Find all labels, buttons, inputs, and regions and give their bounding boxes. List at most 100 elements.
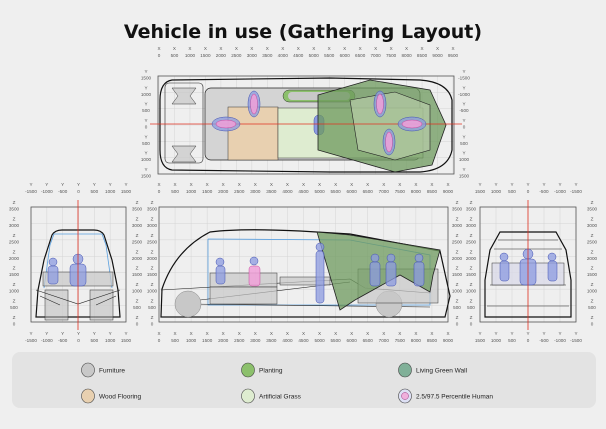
- tick-label: 1000: [105, 189, 116, 194]
- z-axis-letter: Z: [591, 266, 594, 271]
- axis-letter: X: [318, 182, 321, 187]
- axis-letter: X: [206, 331, 209, 336]
- tick-label: 500: [508, 189, 516, 194]
- legend-swatch: [81, 388, 95, 404]
- plan-humans: [211, 90, 427, 156]
- z-tick-label: 1000: [9, 289, 20, 294]
- z-tick-label: 1500: [587, 272, 598, 277]
- axis-letter: Y: [45, 331, 48, 336]
- z-axis-letter: Z: [456, 299, 459, 304]
- z-tick-label: 2500: [9, 239, 20, 244]
- axis-letter: Y: [77, 331, 80, 336]
- tick-label: 3000: [250, 338, 261, 343]
- z-tick-label: 1000: [587, 289, 598, 294]
- y-axis-letter: Y: [462, 134, 465, 139]
- tick-label: -500: [539, 189, 549, 194]
- z-tick-label: 2500: [452, 239, 463, 244]
- tick-label: 1000: [491, 189, 502, 194]
- z-tick-label: 500: [453, 305, 461, 310]
- z-axis-letter: Z: [591, 200, 594, 205]
- x-axis-letter: X: [281, 46, 284, 51]
- z-axis-letter: Z: [456, 249, 459, 254]
- x-axis-letter: X: [173, 46, 176, 51]
- z-axis-letter: Z: [591, 216, 594, 221]
- legend-item: Artificial Grass: [241, 388, 302, 404]
- y-tick-label: 1500: [459, 174, 470, 179]
- y-tick-label: -1000: [458, 92, 470, 97]
- tick-label: 7000: [379, 189, 390, 194]
- legend-swatch-inner: [401, 392, 409, 400]
- z-axis-letter: Z: [136, 249, 139, 254]
- z-axis-letter: Z: [13, 233, 16, 238]
- axis-letter: X: [398, 182, 401, 187]
- x-tick-label: 500: [171, 53, 179, 58]
- tick-label: 5500: [330, 189, 341, 194]
- tick-label: -1000: [554, 338, 566, 343]
- axis-letter: X: [286, 182, 289, 187]
- tick-label: 4000: [282, 189, 293, 194]
- z-tick-label: 0: [456, 322, 459, 327]
- z-axis-letter: Z: [456, 266, 459, 271]
- tick-label: 8500: [427, 338, 438, 343]
- side-humans: [215, 242, 425, 304]
- tick-label: -500: [58, 189, 68, 194]
- y-axis-letter: Y: [462, 151, 465, 156]
- x-axis-letter: X: [297, 46, 300, 51]
- tick-label: -1500: [570, 338, 582, 343]
- axis-letter: X: [366, 182, 369, 187]
- page-title: Vehicle in use (Gathering Layout): [124, 21, 482, 43]
- axis-letter: X: [446, 182, 449, 187]
- axis-letter: Y: [93, 182, 96, 187]
- front-vehicle-body: [35, 229, 121, 318]
- tick-label: -500: [539, 338, 549, 343]
- z-tick-label: 2000: [452, 256, 463, 261]
- tick-label: 6500: [363, 338, 374, 343]
- y-axis-letter: Y: [144, 118, 147, 123]
- z-axis-letter: Z: [470, 282, 473, 287]
- axis-letter: X: [254, 182, 257, 187]
- axis-letter: Y: [124, 331, 127, 336]
- x-axis-letter: X: [451, 46, 454, 51]
- tick-label: 9000: [443, 189, 454, 194]
- x-tick-label: 3000: [247, 53, 258, 58]
- tick-label: 6500: [363, 189, 374, 194]
- z-axis-letter: Z: [470, 266, 473, 271]
- z-axis-letter: Z: [470, 233, 473, 238]
- tick-label: 4500: [298, 189, 309, 194]
- axis-letter: Y: [45, 182, 48, 187]
- tick-label: 7500: [395, 189, 406, 194]
- tick-label: 2000: [218, 338, 229, 343]
- z-tick-label: 2000: [587, 256, 598, 261]
- y-tick-label: 500: [142, 108, 150, 113]
- legend-swatch: [81, 362, 95, 378]
- axis-letter: X: [414, 182, 417, 187]
- axis-letter: X: [157, 182, 160, 187]
- z-tick-label: 500: [148, 305, 156, 310]
- x-tick-label: 0: [158, 53, 161, 58]
- x-axis-letter: X: [374, 46, 377, 51]
- axis-letter: Y: [478, 182, 481, 187]
- x-tick-label: 7500: [386, 53, 397, 58]
- z-axis-letter: Z: [151, 233, 154, 238]
- side-bench-base: [209, 286, 278, 305]
- x-axis-letter: X: [219, 46, 222, 51]
- z-tick-label: 1500: [452, 272, 463, 277]
- tick-label: 8000: [411, 189, 422, 194]
- y-tick-label: 1000: [141, 157, 152, 162]
- axis-letter: X: [174, 182, 177, 187]
- z-axis-letter: Z: [470, 299, 473, 304]
- legend-swatch: [241, 388, 255, 404]
- axis-letter: Y: [77, 182, 80, 187]
- z-axis-letter: Z: [136, 233, 139, 238]
- x-axis-letter: X: [421, 46, 424, 51]
- tick-label: 0: [77, 189, 80, 194]
- side-view: X0X0X500X500X1000X1000X1500X1500X2000X20…: [147, 182, 463, 343]
- z-tick-label: 3000: [452, 223, 463, 228]
- z-tick-label: 3500: [147, 207, 158, 212]
- tick-label: 1500: [202, 189, 213, 194]
- tick-label: -1000: [41, 338, 53, 343]
- z-axis-letter: Z: [151, 200, 154, 205]
- y-axis-letter: Y: [144, 69, 147, 74]
- y-axis-letter: Y: [144, 151, 147, 156]
- z-axis-letter: Z: [13, 249, 16, 254]
